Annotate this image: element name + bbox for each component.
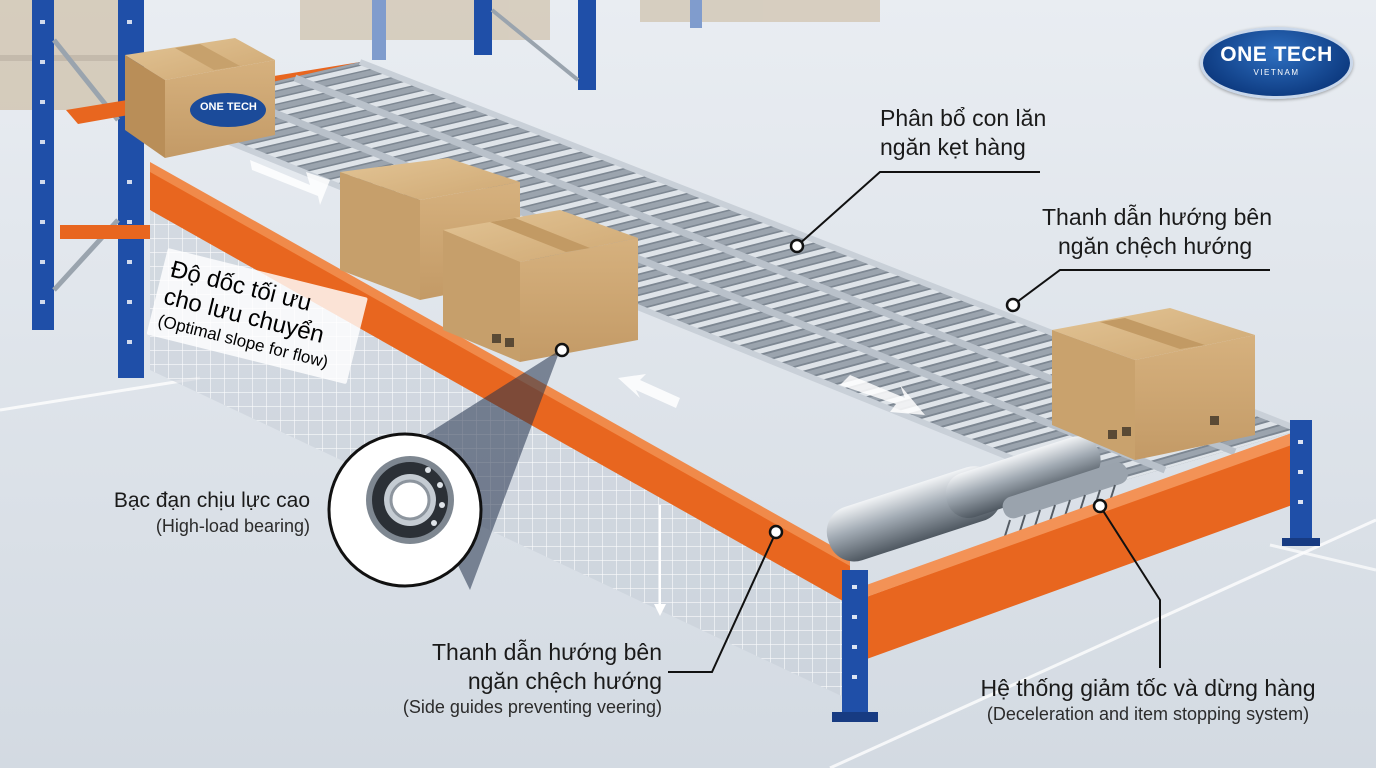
label-side-guide-top: Thanh dẫn hướng bên ngăn chệch hướng bbox=[1042, 203, 1272, 261]
roller bbox=[730, 286, 942, 348]
roller bbox=[846, 332, 1058, 395]
side-guide-top-line1: Thanh dẫn hướng bên bbox=[1042, 204, 1272, 230]
roller bbox=[804, 315, 1016, 378]
box-logo-text: ONE TECH bbox=[200, 101, 257, 113]
front-uprights bbox=[832, 420, 1320, 722]
roller bbox=[761, 299, 974, 361]
roller bbox=[751, 295, 963, 356]
box-1 bbox=[125, 38, 275, 158]
roller bbox=[265, 105, 477, 160]
roller bbox=[624, 245, 836, 305]
roller bbox=[783, 307, 995, 369]
roller bbox=[297, 117, 509, 173]
side-guide-bottom-line1: Thanh dẫn hướng bên bbox=[432, 639, 662, 665]
deceleration-vi: Hệ thống giảm tốc và dừng hàng bbox=[980, 675, 1316, 701]
roller bbox=[688, 270, 900, 331]
side-guide-bottom-line2: ngăn chệch hướng bbox=[467, 668, 662, 694]
roller bbox=[814, 320, 1027, 382]
roller bbox=[698, 274, 910, 335]
roller bbox=[835, 328, 1048, 390]
label-roller-distribution: Phân bổ con lăn ngăn kẹt hàng bbox=[880, 104, 1046, 162]
deceleration-en: (Deceleration and item stopping system) bbox=[986, 704, 1310, 724]
logo-title: ONE TECH bbox=[1220, 43, 1333, 66]
roller-distribution-line1: Phân bổ con lăn bbox=[880, 105, 1047, 131]
roller-distribution-line2: ngăn kẹt hàng bbox=[880, 134, 1026, 160]
roller bbox=[719, 282, 931, 343]
roller bbox=[244, 96, 456, 151]
roller bbox=[793, 311, 1005, 373]
side-beam bbox=[150, 170, 850, 605]
roller bbox=[645, 253, 858, 314]
flow-arrows bbox=[250, 160, 925, 415]
roller bbox=[255, 100, 467, 156]
roller bbox=[318, 125, 530, 181]
side-guide-bottom-en: (Side guides preventing veering) bbox=[402, 697, 662, 717]
bearing-vi: Bạc đạn chịu lực cao bbox=[113, 489, 310, 512]
roller bbox=[677, 266, 889, 326]
label-bearing: Bạc đạn chịu lực cao (High-load bearing) bbox=[60, 486, 310, 538]
roller bbox=[825, 324, 1037, 386]
box-3 bbox=[443, 210, 638, 362]
leader-lines bbox=[668, 171, 1270, 673]
roller bbox=[709, 278, 921, 339]
roller bbox=[614, 241, 826, 301]
box-4 bbox=[1052, 308, 1255, 460]
bearing-icon bbox=[366, 456, 454, 544]
background-racks bbox=[0, 0, 880, 110]
roller bbox=[286, 113, 498, 168]
roller bbox=[276, 109, 488, 164]
roller bbox=[635, 249, 847, 309]
roller bbox=[856, 336, 1069, 399]
roller bbox=[666, 262, 879, 322]
roller bbox=[307, 121, 520, 177]
leader-markers bbox=[554, 238, 1108, 540]
box-logo bbox=[190, 93, 266, 127]
side-guide-top-line2: ngăn chệch hướng bbox=[1058, 233, 1253, 259]
one-tech-logo: ONE TECH VIETNAM bbox=[1200, 27, 1353, 99]
front-beam bbox=[858, 440, 1306, 660]
roller bbox=[740, 291, 953, 352]
roller bbox=[772, 303, 984, 365]
roller bbox=[603, 237, 815, 297]
roller bbox=[656, 258, 868, 318]
label-deceleration: Hệ thống giảm tốc và dừng hàng (Decelera… bbox=[950, 674, 1346, 726]
bearing-en: (High-load bearing) bbox=[155, 516, 310, 536]
label-side-guide-bottom: Thanh dẫn hướng bên ngăn chệch hướng (Si… bbox=[360, 638, 662, 719]
logo-subtitle: VIETNAM bbox=[1253, 68, 1300, 77]
